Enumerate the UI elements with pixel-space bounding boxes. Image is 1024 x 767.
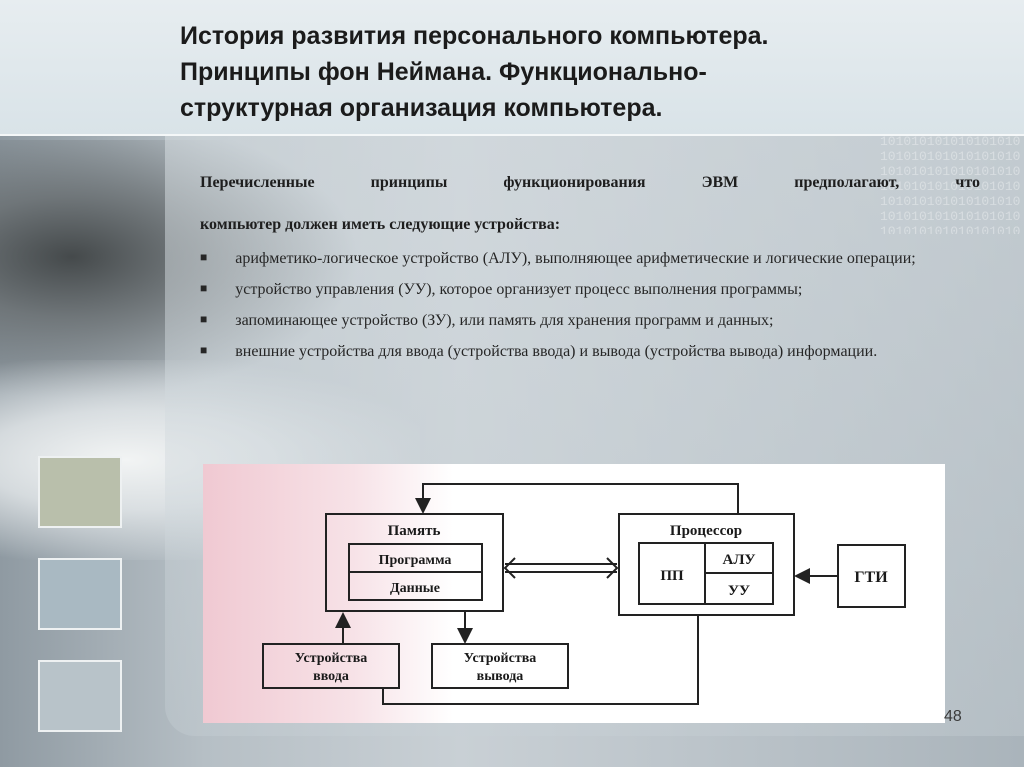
processor-pp-label: ПП bbox=[660, 568, 684, 584]
list-item: ■ запоминающее устройство (ЗУ), или памят… bbox=[200, 310, 980, 332]
bullet-icon: ■ bbox=[200, 343, 208, 357]
von-neumann-diagram: Память Программа Данные Процессор ПП АЛУ… bbox=[203, 464, 945, 723]
intro-line-2: компьютер должен иметь следующие устройс… bbox=[200, 216, 561, 233]
bullet-icon: ■ bbox=[200, 281, 208, 295]
decorative-square-2 bbox=[38, 558, 122, 630]
input-devices-label-1: Устройства bbox=[295, 651, 368, 666]
input-devices-block bbox=[262, 643, 400, 689]
intro-line-1: Перечисленные принципы функционирования … bbox=[200, 174, 980, 191]
list-item-text: внешние устройства для ввода (устройства… bbox=[235, 343, 878, 360]
gti-label: ГТИ bbox=[854, 569, 888, 586]
list-item: ■ внешние устройства для ввода (устройств… bbox=[200, 341, 980, 363]
diagram-scan-tint bbox=[203, 464, 453, 723]
slide-header: История развития персонального компьютер… bbox=[0, 0, 1024, 136]
bus-arrow-right bbox=[606, 557, 619, 579]
memory-data-cell bbox=[348, 571, 483, 601]
processor-uu-label: УУ bbox=[728, 583, 750, 599]
memory-block bbox=[325, 513, 504, 612]
list-item-text: устройство управления (УУ), которое орга… bbox=[235, 281, 803, 298]
list-item-text: арифметико-логическое устройство (АЛУ), … bbox=[235, 250, 916, 267]
output-devices-block bbox=[431, 643, 569, 689]
input-devices-label-2: ввода bbox=[313, 669, 349, 684]
bullet-icon: ■ bbox=[200, 312, 208, 326]
slide-title: История развития персонального компьютер… bbox=[180, 22, 769, 122]
memory-program-label: Программа bbox=[379, 553, 452, 568]
diagram-svg: Память Программа Данные Процессор ПП АЛУ… bbox=[262, 483, 906, 705]
binary-decoration: 1010101010101010101010101010101010101010… bbox=[880, 134, 1021, 234]
device-list: ■ арифметико-логическое устройство (АЛУ),… bbox=[200, 248, 980, 372]
memory-title: Память bbox=[388, 523, 441, 539]
decorative-square-3 bbox=[38, 660, 122, 732]
output-devices-label-1: Устройства bbox=[464, 651, 537, 666]
processor-title: Процессор bbox=[670, 523, 742, 539]
processor-alu-label: АЛУ bbox=[722, 552, 755, 568]
control-line-bottom bbox=[568, 615, 699, 705]
bus-arrow-left bbox=[503, 557, 516, 579]
list-item: ■ устройство управления (УУ), которое орг… bbox=[200, 279, 980, 301]
list-item-text: запоминающее устройство (ЗУ), или память… bbox=[235, 312, 774, 329]
page-number: 48 bbox=[944, 708, 962, 725]
control-line-top bbox=[415, 483, 739, 514]
memory-data-label: Данные bbox=[390, 581, 440, 596]
output-devices-label-2: вывода bbox=[477, 669, 524, 684]
processor-uu-cell bbox=[704, 572, 774, 605]
processor-block bbox=[618, 513, 795, 616]
bullet-icon: ■ bbox=[200, 250, 208, 264]
list-item: ■ арифметико-логическое устройство (АЛУ),… bbox=[200, 248, 980, 270]
decorative-square-1 bbox=[38, 456, 122, 528]
control-line-bottom-left bbox=[382, 688, 568, 705]
